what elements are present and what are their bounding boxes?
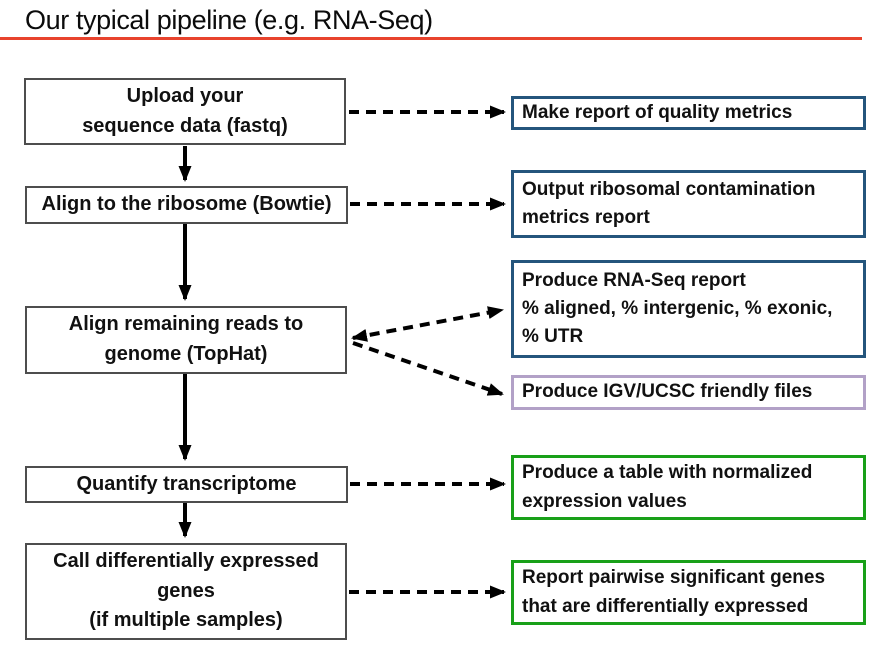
output-quality-report: Make report of quality metrics bbox=[511, 96, 866, 130]
output-igv-ucsc-files: Produce IGV/UCSC friendly files bbox=[511, 375, 866, 410]
step-align-ribosome: Align to the ribosome (Bowtie) bbox=[25, 186, 348, 224]
step-quantify-transcriptome: Quantify transcriptome bbox=[25, 466, 348, 503]
output-expression-table: Produce a table with normalized expressi… bbox=[511, 455, 866, 520]
output-ribosomal-contamination-report: Output ribosomal contamination metrics r… bbox=[511, 170, 866, 238]
title-underline bbox=[0, 37, 862, 40]
arrow-genome-to-rnaseq-report bbox=[351, 306, 504, 342]
page-title: Our typical pipeline (e.g. RNA-Seq) bbox=[25, 5, 433, 35]
arrow-genome-to-igv-files bbox=[352, 341, 504, 396]
output-rnaseq-report: Produce RNA-Seq report % aligned, % inte… bbox=[511, 260, 866, 358]
step-align-genome: Align remaining reads to genome (TopHat) bbox=[25, 306, 347, 374]
step-call-de-genes: Call differentially expressed genes (if … bbox=[25, 543, 347, 640]
step-upload-sequence-data: Upload your sequence data (fastq) bbox=[24, 78, 346, 145]
output-pairwise-genes-report: Report pairwise significant genes that a… bbox=[511, 560, 866, 625]
